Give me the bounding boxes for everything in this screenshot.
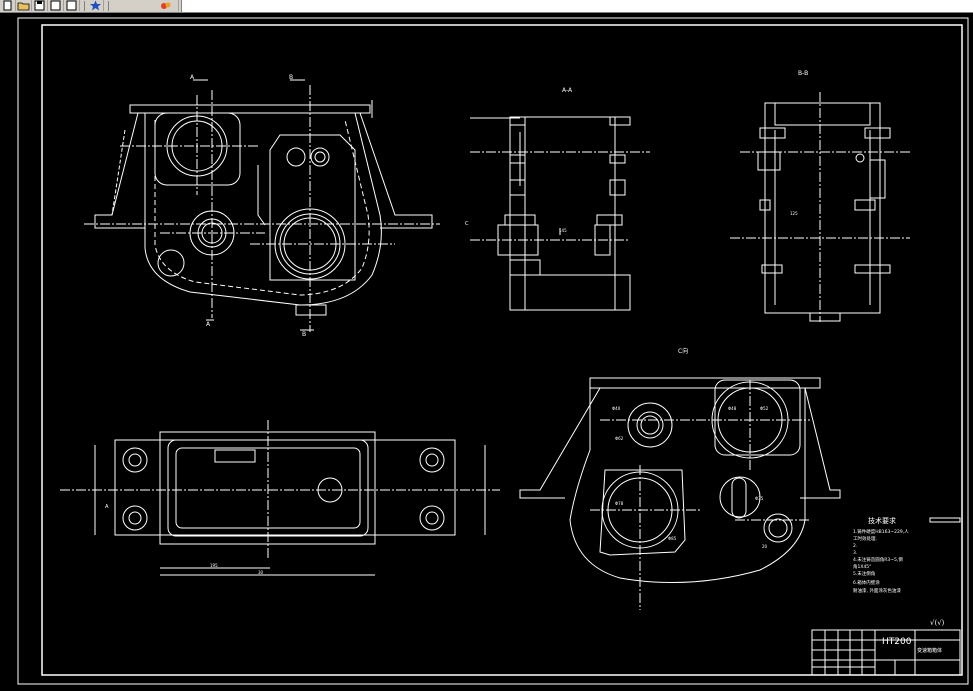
dim-d2: Φ52 [760,406,769,411]
dim-d12: 20 [762,544,768,549]
view-bb-label: B-B [798,70,808,77]
tool-icon[interactable] [156,0,179,11]
dim-d5: Φ62 [615,436,624,441]
save-icon[interactable] [32,0,48,11]
top-view [60,420,500,576]
dim-d4: Φ40 [612,406,621,411]
roughness-symbol: √(√) [930,619,945,627]
section-aa-view [470,116,650,311]
inner-border [41,24,963,676]
cad-drawing-canvas[interactable]: A B A B A-A 145 C [0,13,973,687]
dim-d1: Φ48 [728,406,737,411]
title-block [811,517,961,676]
front-view [84,79,440,332]
tech-req-line-6: 角1X45° [853,563,871,570]
outer-border [17,17,969,685]
c-direction-view [519,377,841,610]
copy-icon[interactable] [64,0,80,11]
section-c-mark: C [465,221,469,227]
view-aa-label: A-A [562,87,573,94]
star-icon[interactable] [88,0,104,11]
section-a-label-bottom: A [206,321,211,328]
toolbar [0,0,973,13]
dim-d11: Φ35 [755,496,764,501]
section-b-label-top: B [289,74,293,81]
dim-d3: Φ78 [615,501,624,506]
dim-d6: Φ85 [668,536,677,541]
view-c-label: C向 [678,347,688,355]
open-folder-icon[interactable] [16,0,32,11]
part-name: 变速箱箱体 [917,647,942,654]
tech-req-line-7: 5.未注倒角 [853,570,875,577]
dim-d10: 30 [258,570,264,575]
tech-req-line-8: 6.箱体内壁涂 [853,579,880,586]
section-a-label-top: A [190,74,195,81]
tech-req-line-4: 3. [853,550,857,556]
section-b-label-bottom: B [302,331,306,338]
dim-d7: 145 [559,228,567,233]
tech-req-title: 技术要求 [868,516,896,525]
print-icon[interactable] [48,0,64,11]
tech-req-line-3: 2. [853,543,857,549]
dim-d9: 125 [790,211,798,216]
new-file-icon[interactable] [0,0,16,11]
tech-req-line-2: 工时效处理. [853,535,877,542]
material-label: HT200 [882,637,912,647]
section-a-mark-top-view: A [105,504,109,510]
tech-req-line-1: 1.铸件硬度HB163~229,人 [853,528,909,535]
section-bb-view [730,92,910,322]
scale-note: 1:1 [930,518,935,522]
dim-d8: 195 [210,563,218,568]
tech-req-line-9: 耐油漆, 外面涂灰色油漆 [853,587,901,594]
tech-req-line-5: 4.未注铸造圆角R3~5,倒 [853,556,903,563]
